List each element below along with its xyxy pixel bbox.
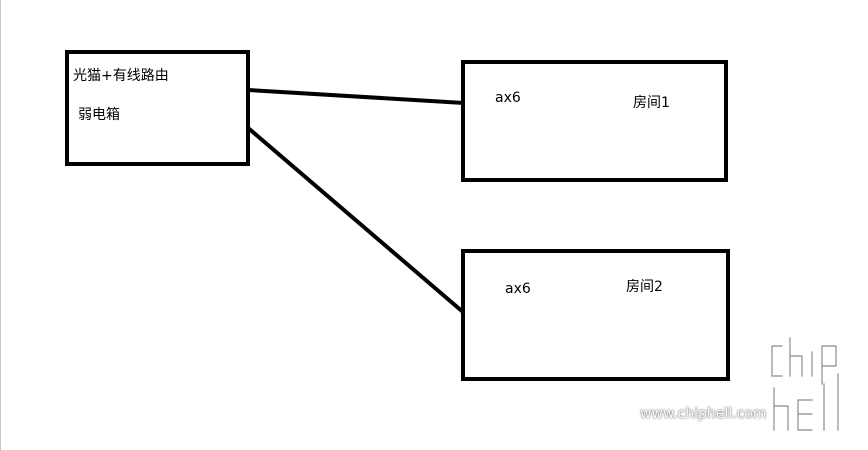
cabinet-subtitle-label: 弱电箱 xyxy=(78,107,120,123)
box-cabinet xyxy=(65,50,250,166)
room2-name-label: 房间2 xyxy=(626,279,663,295)
chiphell-logo xyxy=(768,334,842,434)
connector-cabinet-room1 xyxy=(247,88,465,105)
cabinet-title-label: 光猫+有线路由 xyxy=(73,68,169,84)
box-room2 xyxy=(461,249,730,381)
room2-device-label: ax6 xyxy=(505,281,531,297)
box-room1 xyxy=(461,60,728,182)
connector-cabinet-room2 xyxy=(245,125,465,314)
canvas-edge xyxy=(0,0,1,450)
watermark-url: www.chiphell.com xyxy=(640,406,767,422)
room1-name-label: 房间1 xyxy=(633,95,670,111)
room1-device-label: ax6 xyxy=(495,90,521,106)
